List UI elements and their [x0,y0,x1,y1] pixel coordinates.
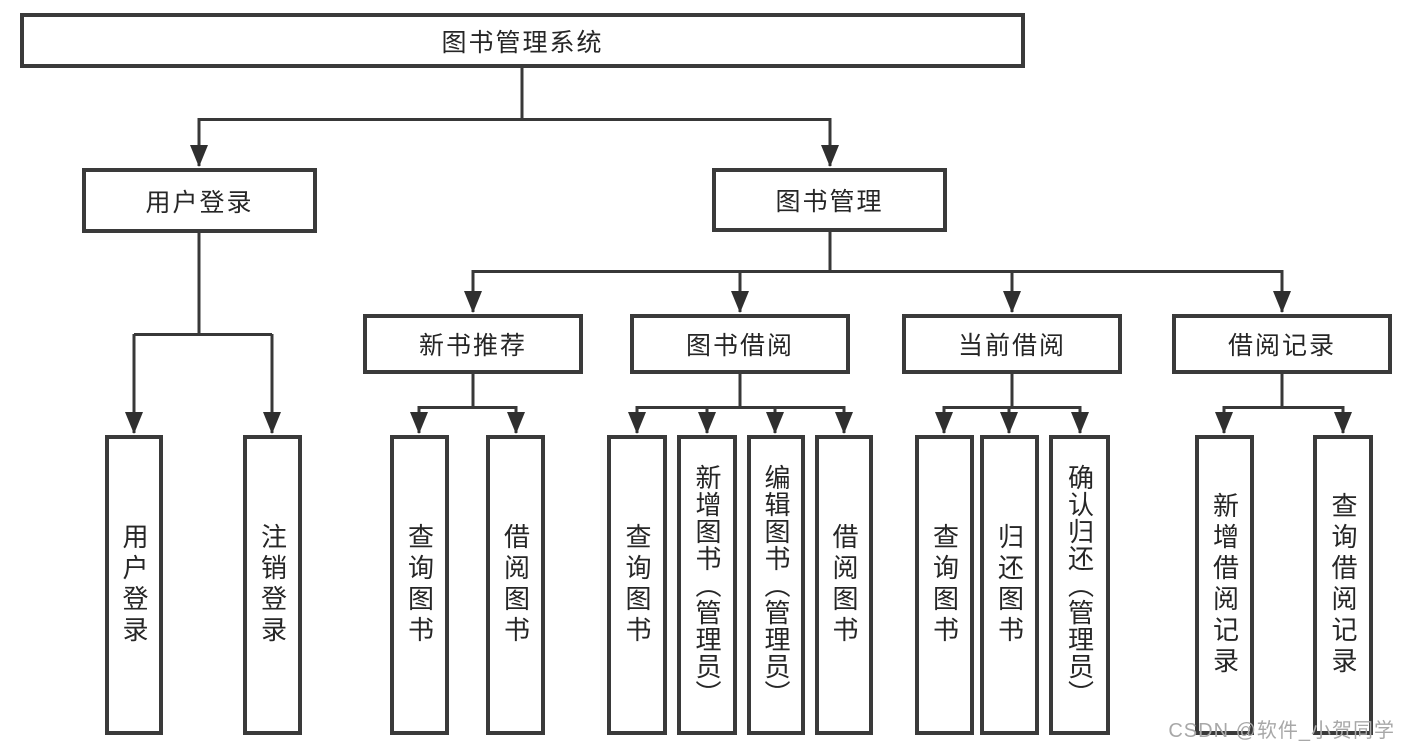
node-user-login: 用户登录 [82,168,317,233]
node-new-book-recommend-label: 新书推荐 [418,332,527,360]
node-borrow-records-label: 借阅记录 [1227,332,1336,360]
node-current-borrow-label: 当前借阅 [957,332,1066,360]
leaf-confirm-return-admin: 确认归还（管理员） [1049,435,1110,735]
leaf-add-book-admin: 新增图书（管理员） [677,435,737,735]
leaf-add-book-admin-label: 新增图书（管理员） [692,463,722,707]
leaf-return-book: 归还图书 [980,435,1039,735]
node-book-management: 图书管理 [712,168,947,232]
connector-rails [134,66,1343,409]
leaf-edit-book-admin-label: 编辑图书（管理员） [761,463,791,707]
leaf-borrow-books-label: 借阅图书 [829,523,859,647]
leaf-borrow-books-recommend-label: 借阅图书 [500,523,531,647]
arrowheads [125,140,1352,434]
leaf-query-books-recommend-label: 查询图书 [404,523,435,647]
node-book-borrow: 图书借阅 [630,314,850,374]
leaf-query-borrow-record: 查询借阅记录 [1313,435,1373,735]
leaf-query-books-borrow: 查询图书 [607,435,667,735]
node-new-book-recommend: 新书推荐 [363,314,583,374]
leaf-add-borrow-record: 新增借阅记录 [1195,435,1254,735]
node-borrow-records: 借阅记录 [1172,314,1392,374]
leaf-return-book-label: 归还图书 [994,523,1025,647]
leaf-query-borrow-record-label: 查询借阅记录 [1328,492,1358,678]
leaf-user-login: 用户登录 [105,435,163,735]
leaf-user-login-label: 用户登录 [119,523,149,647]
node-system-root-label: 图书管理系统 [441,28,604,57]
leaf-logout: 注销登录 [243,435,302,735]
csdn-watermark: CSDN @软件_小贺同学 [1168,720,1395,742]
leaf-confirm-return-admin-label: 确认归还（管理员） [1064,463,1095,707]
leaf-edit-book-admin: 编辑图书（管理员） [747,435,805,735]
leaf-borrow-books: 借阅图书 [815,435,873,735]
leaf-query-books-current: 查询图书 [915,435,974,735]
leaf-query-books-current-label: 查询图书 [929,523,960,647]
leaf-add-borrow-record-label: 新增借阅记录 [1209,492,1240,678]
leaf-borrow-books-recommend: 借阅图书 [486,435,545,735]
node-user-login-label: 用户登录 [145,188,254,217]
node-book-management-label: 图书管理 [775,188,884,216]
node-current-borrow: 当前借阅 [902,314,1122,374]
leaf-logout-label: 注销登录 [257,523,288,647]
leaf-query-books-borrow-label: 查询图书 [622,523,652,647]
leaf-query-books-recommend: 查询图书 [390,435,449,735]
node-book-borrow-label: 图书借阅 [685,332,794,360]
node-system-root: 图书管理系统 [20,13,1025,68]
